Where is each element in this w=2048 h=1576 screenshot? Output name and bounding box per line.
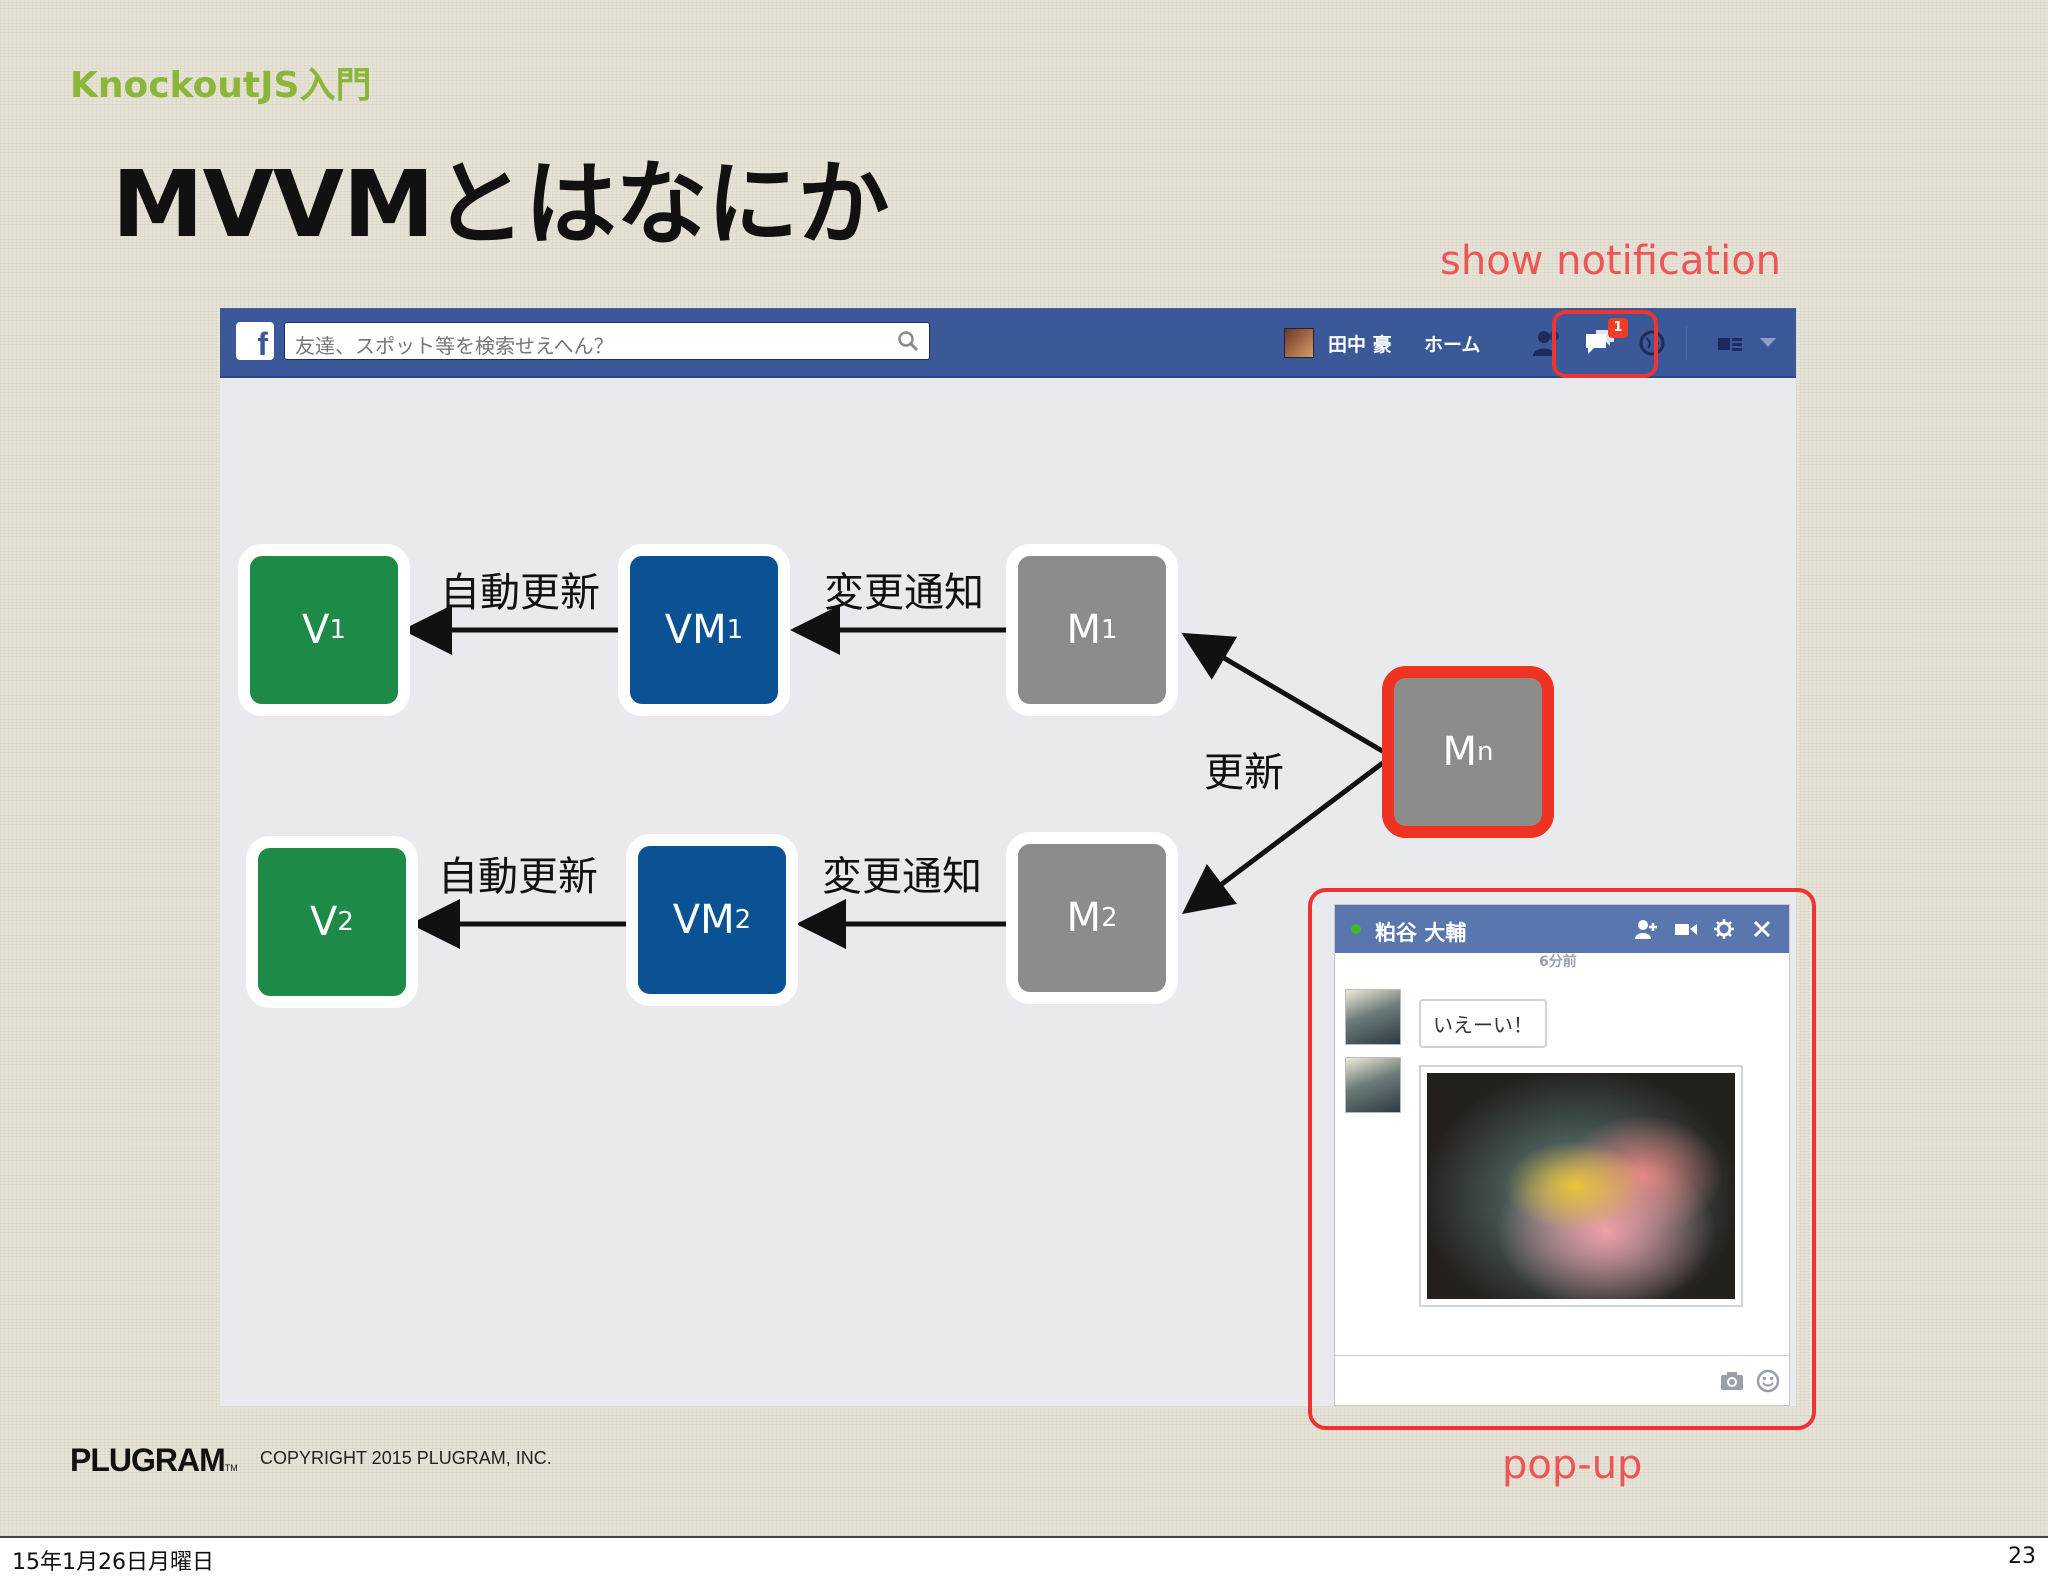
annotation-pop-up: pop-up — [1502, 1442, 1643, 1488]
slide-title: MVVMとはなにか — [112, 151, 890, 258]
node-mn-label: M — [1442, 729, 1478, 775]
node-vm1-label: VM — [664, 607, 727, 653]
copyright-notice: COPYRIGHT 2015 PLUGRAM, INC. — [260, 1448, 552, 1468]
chat-window: 粕谷 大輔 6分前 いえーい！ — [1334, 904, 1790, 1406]
brand-trademark: TM — [224, 1463, 238, 1473]
close-icon[interactable] — [1749, 917, 1775, 941]
node-vm2-label: VM — [672, 897, 735, 943]
chat-message-input[interactable] — [1335, 1355, 1789, 1405]
node-m2-subscript: 2 — [1100, 903, 1118, 933]
avatar[interactable] — [1345, 1057, 1401, 1113]
sashimi-photo — [1427, 1073, 1735, 1299]
camera-icon[interactable] — [1719, 1370, 1745, 1392]
search-icon[interactable] — [895, 328, 921, 354]
gear-icon[interactable] — [1711, 917, 1737, 941]
notification-badge: 1 — [1608, 318, 1628, 338]
search-placeholder: 友達、スポット等を検索せえへん？ — [295, 334, 614, 358]
online-status-icon — [1351, 924, 1361, 934]
chat-header[interactable]: 粕谷 大輔 — [1335, 905, 1789, 953]
popup-highlight-ring — [1308, 888, 1816, 1430]
privacy-icon[interactable] — [1712, 326, 1748, 360]
search-input[interactable]: 友達、スポット等を検索せえへん？ — [284, 322, 930, 360]
facebook-logo-icon: f — [236, 322, 274, 362]
slide-date: 15年1月26日月曜日 — [12, 1550, 214, 1575]
video-call-icon[interactable] — [1673, 917, 1699, 941]
label-auto-update-1: 自動更新 — [440, 570, 600, 616]
chat-message: いえーい！ — [1419, 999, 1547, 1048]
page-number: 23 — [2008, 1544, 2036, 1569]
node-v1-label: V — [302, 607, 330, 653]
node-vm2-subscript: 2 — [734, 905, 752, 935]
brand-name: PLUGRAM — [70, 1442, 226, 1478]
node-v1-subscript: 1 — [329, 615, 346, 645]
toolbar-divider — [1686, 326, 1687, 360]
caret-down-icon[interactable] — [1760, 338, 1776, 347]
node-mn-subscript: n — [1477, 737, 1494, 767]
label-auto-update-2: 自動更新 — [438, 854, 598, 900]
chat-photo[interactable] — [1419, 1065, 1743, 1307]
brand-logo: PLUGRAMTM — [70, 1442, 238, 1479]
node-m2-label: M — [1066, 895, 1101, 941]
label-change-notify-1: 変更通知 — [824, 570, 984, 616]
home-link[interactable]: ホーム — [1424, 334, 1481, 356]
node-m1-subscript: 1 — [1100, 615, 1118, 645]
facebook-top-bar: f 友達、スポット等を検索せえへん？ 田中 豪 ホーム 1 — [220, 308, 1796, 378]
chat-contact-name[interactable]: 粕谷 大輔 — [1375, 921, 1467, 945]
slide: KnockoutJS入門 MVVMとはなにか show notification… — [0, 0, 2048, 1536]
label-change-notify-2: 変更通知 — [822, 854, 982, 900]
avatar[interactable] — [1284, 328, 1314, 358]
avatar[interactable] — [1345, 989, 1401, 1045]
node-vm1-subscript: 1 — [726, 615, 744, 645]
node-m1-label: M — [1066, 607, 1101, 653]
slide-subtitle: KnockoutJS入門 — [70, 65, 372, 106]
notification-highlight-ring — [1552, 310, 1658, 378]
annotation-show-notification: show notification — [1440, 238, 1782, 284]
node-v2-label: V — [310, 899, 338, 945]
facebook-screenshot: f 友達、スポット等を検索せえへん？ 田中 豪 ホーム 1 — [220, 308, 1796, 1406]
node-v2-subscript: 2 — [337, 907, 354, 937]
add-friend-icon[interactable] — [1633, 917, 1659, 941]
profile-link[interactable]: 田中 豪 — [1328, 334, 1392, 356]
smiley-icon[interactable] — [1755, 1368, 1781, 1394]
label-update: 更新 — [1204, 750, 1284, 796]
message-timestamp: 6分前 — [1539, 954, 1577, 970]
viewer-status-bar: 15年1月26日月曜日 23 — [0, 1536, 2048, 1576]
